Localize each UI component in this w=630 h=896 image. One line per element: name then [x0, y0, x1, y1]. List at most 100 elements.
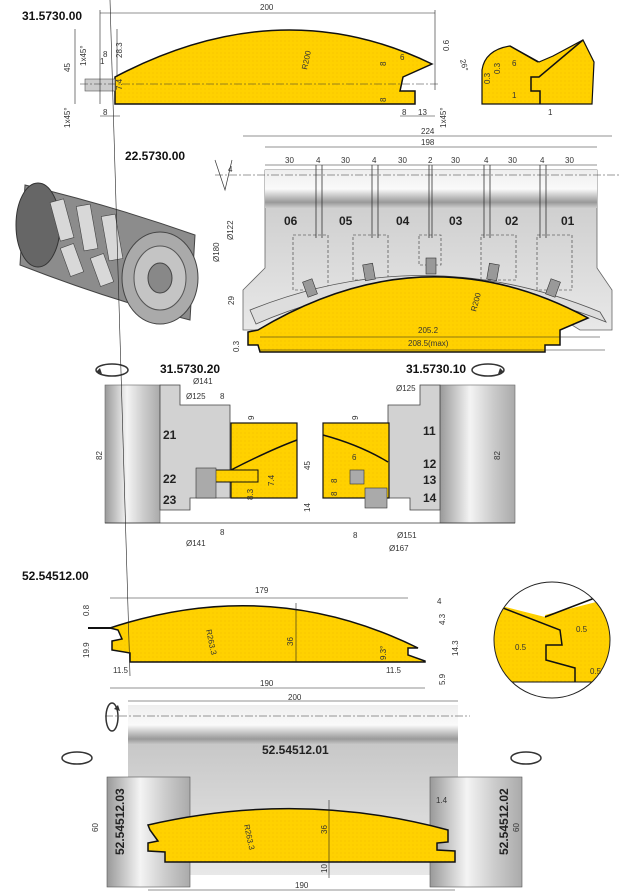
profile-52-54512-00: 52.54512.00 179 0.8 19.9 R263.3 36 9.3° … — [22, 0, 460, 689]
dim-8-right-bottom: 8 — [379, 97, 388, 102]
dim-179: 179 — [255, 586, 269, 595]
dim-d125: Ø125 — [186, 392, 206, 401]
profile-shape — [107, 604, 426, 663]
dim-1-4: 1.4 — [436, 796, 448, 805]
dim-gap: 4 — [316, 156, 321, 165]
dim-8-bottom: 8 — [103, 108, 108, 117]
detail-dim-6: 6 — [512, 59, 517, 68]
rotation-arrow-icon — [105, 702, 120, 732]
dim-segment: 30 — [451, 156, 460, 165]
detail-dim-0-5c: 0.5 — [590, 667, 602, 676]
profile-shape — [114, 29, 434, 105]
knife-number: 01 — [561, 214, 575, 228]
detail-dim-1a: 1 — [512, 91, 517, 100]
dim-segment: 30 — [508, 156, 517, 165]
dim-d151: Ø151 — [397, 531, 417, 540]
tool-set-31-5730: 31.5730.20 31.5730.10 21 22 23 11 12 13 … — [95, 362, 516, 553]
part-number: 14 — [423, 491, 437, 505]
dim-gap: 4 — [540, 156, 545, 165]
part-number: 12 — [423, 457, 437, 471]
dim-d122: Ø122 — [226, 220, 235, 240]
dim-36: 36 — [286, 637, 295, 646]
dim-0-8: 0.8 — [82, 604, 91, 616]
dim-8a: 8 — [330, 478, 339, 483]
profile-31-5730-00: 31.5730.00 200 45 1x45° 8 28.3 1 7.4 8 R… — [22, 3, 470, 128]
dim-10: 10 — [320, 864, 329, 873]
part-number: 11 — [423, 424, 436, 438]
detail-dim-0-5a: 0.5 — [576, 625, 588, 634]
dim-4-3: 4.3 — [438, 613, 447, 625]
dim-8-top: 8 — [103, 50, 108, 59]
dim-angle-26: 26° — [458, 58, 470, 72]
detail-dim-1b: 1 — [548, 108, 553, 117]
dim-7-4: 7.4 — [267, 474, 276, 486]
dim-190: 190 — [295, 881, 309, 890]
dim-60-left: 60 — [91, 823, 100, 832]
detail-dim-0-3b: 0.3 — [493, 62, 502, 74]
part-number: 22 — [163, 472, 177, 486]
dim-8: 8 — [220, 392, 225, 401]
drawing-title: 22.5730.00 — [125, 149, 185, 163]
part-label-left: 52.54512.03 — [113, 788, 127, 855]
profile-shape — [146, 807, 456, 863]
dim-29: 29 — [227, 296, 236, 305]
dim-7-4: 7.4 — [115, 78, 124, 90]
part-label-top: 52.54512.01 — [262, 743, 329, 757]
dim-11-5-left: 11.5 — [113, 666, 129, 675]
cutter-22-5730-00-drawing: 224 198 30 4 30 4 30 2 30 4 30 4 30 06 0… — [212, 127, 620, 353]
dim-chamfer-top: 1x45° — [79, 45, 88, 66]
dim-1: 1 — [100, 57, 105, 66]
detail-dim-0-3a: 0.3 — [483, 72, 492, 84]
dim-segment: 30 — [398, 156, 407, 165]
rotation-arrow-icon — [95, 363, 129, 377]
dim-198: 198 — [421, 138, 435, 147]
dim-d141-bottom: Ø141 — [186, 539, 206, 548]
dim-chamfer-bottom: 1x45° — [63, 107, 72, 128]
dim-8b: 8 — [330, 491, 339, 496]
dim-d125: Ø125 — [396, 384, 416, 393]
dim-14-3: 14.3 — [451, 640, 460, 656]
drawing-title: 52.54512.00 — [22, 569, 89, 583]
dim-224: 224 — [421, 127, 435, 136]
profile-shape — [247, 276, 590, 353]
dim-6: 6 — [352, 453, 357, 462]
dim-segment: 30 — [341, 156, 350, 165]
detail-joint-section4: 0.5 0.5 0.5 — [493, 581, 611, 699]
dim-d180: Ø180 — [212, 242, 221, 262]
knife-number: 04 — [396, 214, 410, 228]
dim-9: 9 — [247, 415, 256, 420]
dim-45: 45 — [63, 63, 72, 72]
rotation-arrow-icon — [61, 751, 93, 765]
dim-d167: Ø167 — [389, 544, 409, 553]
dim-200: 200 — [288, 693, 302, 702]
dim-82: 82 — [95, 451, 104, 460]
part-number: 23 — [163, 493, 177, 507]
dim-angle-9-3: 9.3° — [379, 646, 388, 660]
dim-8-right: 8 — [402, 108, 407, 117]
part-number: 21 — [163, 428, 177, 442]
dim-gap: 4 — [484, 156, 489, 165]
dim-13: 13 — [418, 108, 427, 117]
dim-28-3: 28.3 — [115, 42, 124, 58]
cutter-head-photo — [15, 182, 199, 325]
rotation-arrow-icon — [471, 363, 505, 377]
dim-5-9: 5.9 — [438, 673, 447, 685]
roughness-value: 4 — [228, 165, 233, 174]
dim-4: 4 — [437, 597, 442, 606]
part-label-right: 52.54512.02 — [497, 788, 511, 855]
dim-0-3: 0.3 — [232, 340, 241, 352]
dim-8-right-top: 8 — [379, 61, 388, 66]
dim-208-5-max: 208.5(max) — [408, 339, 449, 348]
dim-d141-top: Ø141 — [193, 377, 213, 386]
dim-82: 82 — [493, 451, 502, 460]
tool-set-52-54512: 52.54512.01 52.54512.03 52.54512.02 200 … — [61, 693, 542, 891]
dim-8-bottom: 8 — [353, 531, 358, 540]
detail-dim-0-5b: 0.5 — [515, 643, 527, 652]
dim-19-9: 19.9 — [82, 642, 91, 658]
dim-9: 9 — [351, 415, 360, 420]
dim-gap: 4 — [372, 156, 377, 165]
dim-190: 190 — [260, 679, 274, 688]
knife-number: 06 — [284, 214, 298, 228]
